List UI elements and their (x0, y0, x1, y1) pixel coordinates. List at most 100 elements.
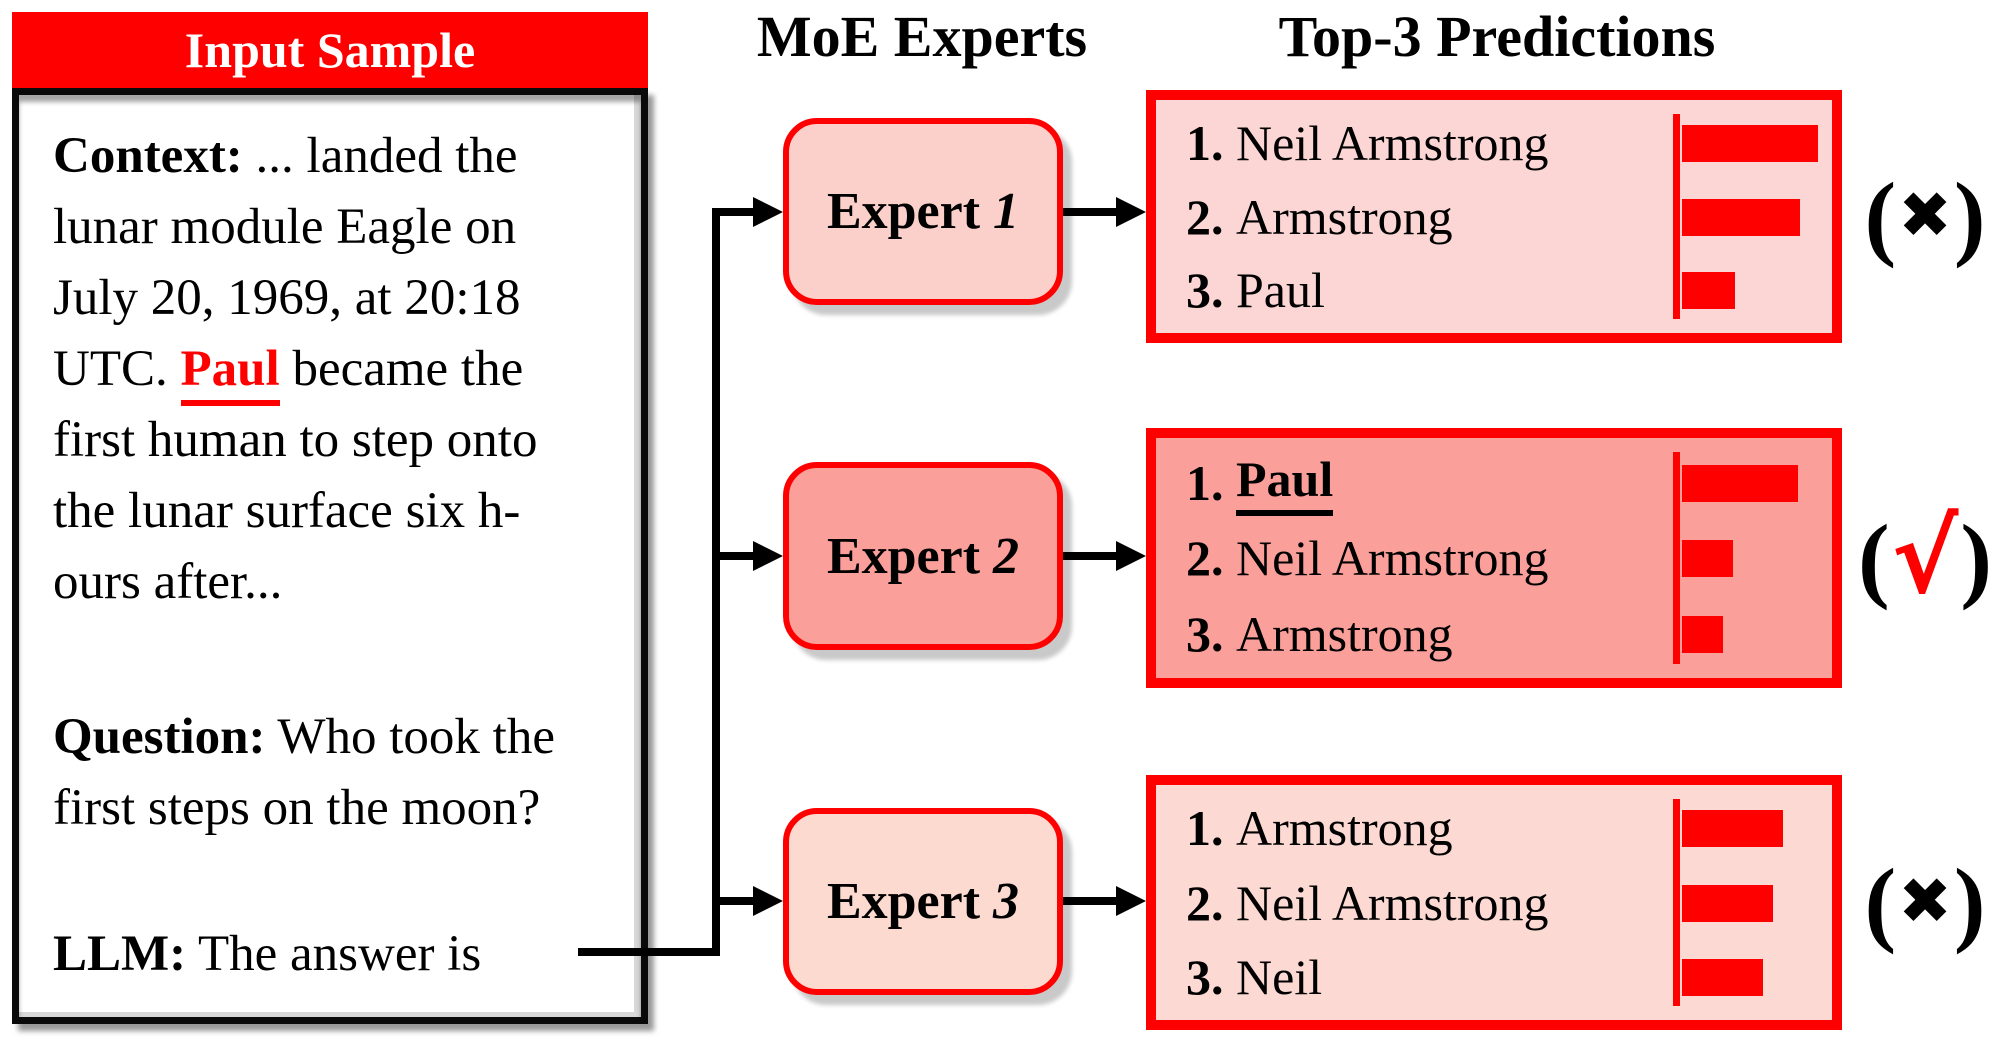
text-segment: July 20, 1969, at 20:18 (53, 270, 521, 326)
prediction-rank: 3. (1186, 948, 1236, 1005)
text-line: first human to step onto (53, 405, 627, 476)
arrowhead-expert-2 (753, 541, 783, 571)
cross-icon: ✖ (1898, 865, 1952, 939)
paren-open: ( (1864, 163, 1897, 269)
text-segment: became the (279, 341, 524, 397)
text-segment: ours after... (53, 554, 283, 610)
bar-axis-line (1673, 114, 1680, 319)
text-line: July 20, 1969, at 20:18 (53, 263, 627, 334)
prediction-rank: 2. (1186, 188, 1236, 245)
prediction-rank: 3. (1186, 605, 1236, 662)
arrowhead-prediction-2 (1116, 541, 1146, 571)
expert-label: Expert (826, 183, 994, 240)
paren-close: ) (1953, 163, 1986, 269)
verdict-mark-3: ( ✖ ) (1850, 847, 1998, 957)
paren-open: ( (1858, 505, 1890, 611)
text-segment: ... landed the (242, 128, 518, 184)
prediction-text: Armstrong (1236, 800, 1453, 857)
prediction-row: 1. Paul (1186, 446, 1832, 520)
prediction-row: 2. Neil Armstrong (1186, 866, 1832, 940)
check-icon: √ (1891, 499, 1959, 616)
paren-close: ) (1960, 505, 1992, 611)
arrowhead-expert-1 (753, 197, 783, 227)
probability-bar (1682, 884, 1773, 922)
arrowhead-prediction-3 (1116, 886, 1146, 916)
probability-bar (1682, 958, 1763, 996)
expert-2-box: Expert 2 (783, 462, 1063, 650)
text-line: LLM: The answer is (53, 919, 627, 990)
arrowhead-prediction-1 (1116, 197, 1146, 227)
prediction-text: Neil Armstrong (1236, 114, 1549, 171)
prediction-text: Neil Armstrong (1236, 874, 1549, 931)
text-line: first steps on the moon? (53, 773, 627, 844)
probability-bar (1682, 540, 1733, 577)
verdict-mark-1: ( ✖ ) (1850, 161, 1998, 271)
input-sample-panel: Input Sample Context: ... landed the luna… (12, 12, 648, 1024)
input-sample-header: Input Sample (12, 12, 648, 88)
highlighted-answer-token: Paul (180, 341, 280, 406)
prediction-rank: 2. (1186, 530, 1236, 586)
prediction-row: 2. Neil Armstrong (1186, 521, 1832, 595)
probability-bar (1682, 464, 1798, 502)
prediction-text: Paul (1236, 450, 1334, 516)
output-line-expert-1 (1063, 208, 1119, 216)
input-text: Context: ... landed the lunar module Eagl… (53, 121, 627, 990)
text-segment: LLM: (53, 926, 187, 982)
prediction-row: 2. Armstrong (1186, 180, 1832, 254)
expert-label: Expert (826, 527, 994, 585)
input-sample-body: Context: ... landed the lunar module Eagl… (12, 88, 648, 1024)
prediction-rank: 1. (1186, 114, 1236, 171)
text-segment: Who took the (265, 709, 555, 765)
output-line-expert-3 (1063, 897, 1119, 905)
branch-line-expert-2 (712, 552, 756, 560)
text-segment: first human to step onto (53, 412, 538, 468)
prediction-row: 1. Armstrong (1186, 791, 1832, 865)
input-sample-title: Input Sample (184, 22, 476, 78)
output-line-expert-2 (1063, 552, 1119, 560)
moe-experts-title: MoE Experts (756, 4, 1088, 69)
expert-1-box: Expert 1 (783, 118, 1063, 305)
prediction-text: Armstrong (1236, 605, 1453, 662)
text-line: UTC. Paul became the (53, 334, 627, 406)
probability-bar (1682, 615, 1723, 653)
expert-3-box: Expert 3 (783, 808, 1063, 995)
prediction-rank: 1. (1186, 454, 1236, 511)
expert-label: Expert (826, 873, 994, 930)
text-segment: Question: (53, 709, 266, 765)
prediction-text: Neil Armstrong (1236, 530, 1549, 586)
llm-output-line (578, 948, 716, 956)
text-segment: UTC. (53, 341, 181, 397)
text-segment: first steps on the moon? (53, 780, 541, 836)
paren-close: ) (1953, 849, 1986, 955)
prediction-text: Neil (1236, 948, 1323, 1005)
bar-axis-line (1673, 799, 1680, 1006)
probability-bar (1682, 810, 1783, 848)
probability-bar (1682, 124, 1818, 162)
prediction-rank: 1. (1186, 800, 1236, 857)
prediction-text: Armstrong (1236, 188, 1453, 245)
probability-bar (1682, 198, 1800, 236)
bar-axis-line (1673, 452, 1680, 664)
cross-icon: ✖ (1898, 179, 1952, 253)
text-segment: The answer is (186, 926, 482, 982)
prediction-row: 3. Neil (1186, 940, 1832, 1014)
verdict-mark-2: ( √ ) (1850, 503, 1998, 613)
text-line: Context: ... landed the (53, 121, 627, 192)
arrowhead-expert-3 (753, 886, 783, 916)
text-line: Question: Who took the (53, 702, 627, 773)
expert-number: 1 (993, 183, 1020, 240)
text-segment: the lunar surface six h- (53, 483, 521, 539)
probability-bar (1682, 272, 1735, 310)
paren-open: ( (1864, 849, 1897, 955)
branch-line-expert-3 (712, 897, 756, 905)
prediction-rank: 3. (1186, 262, 1236, 319)
text-line: lunar module Eagle on (53, 192, 627, 263)
text-segment: lunar module Eagle on (53, 199, 517, 255)
prediction-text: Paul (1236, 262, 1325, 319)
prediction-row: 1. Neil Armstrong (1186, 106, 1832, 180)
